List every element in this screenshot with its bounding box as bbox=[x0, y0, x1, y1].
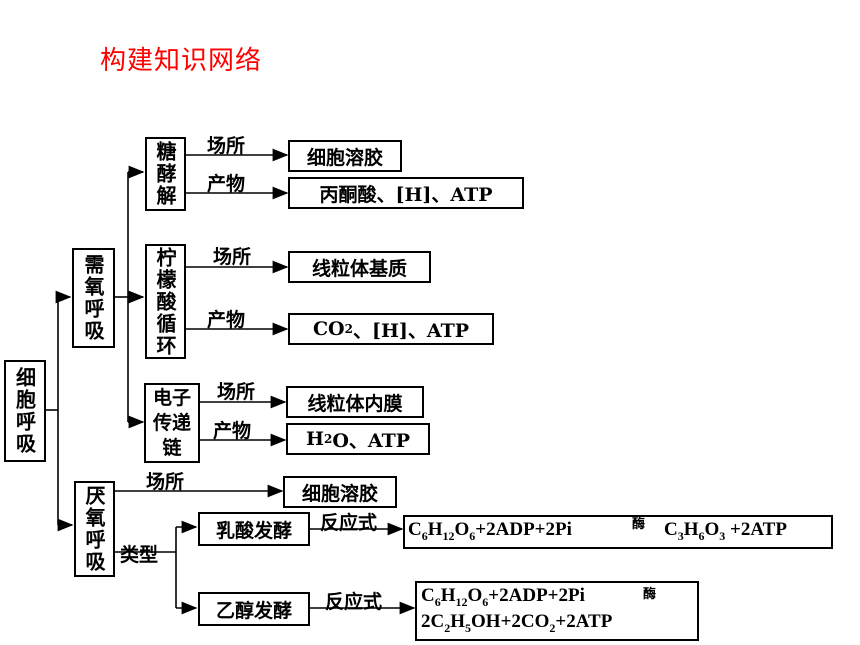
etc-place-label: 场所 bbox=[217, 381, 256, 403]
root-node: 细胞呼吸 bbox=[4, 360, 46, 462]
ethanol-reaction-box bbox=[415, 581, 699, 641]
anaerobic-type-label: 类型 bbox=[120, 544, 159, 566]
citric-product-b: 、[H]、ATP bbox=[352, 319, 470, 342]
page-title: 构建知识网络 bbox=[100, 46, 263, 76]
anaerobic-place-box: 细胞溶胶 bbox=[283, 476, 397, 508]
citric-product-a: CO bbox=[312, 318, 345, 340]
citric-product-sub: 2 bbox=[344, 322, 353, 336]
citric-place-label: 场所 bbox=[213, 246, 252, 268]
citric-cycle-node: 柠檬酸循环 bbox=[145, 244, 186, 359]
lactic-reaction-box bbox=[403, 515, 833, 549]
lactic-enzyme-label: 酶 bbox=[632, 517, 646, 532]
glycolysis-node: 糖酵解 bbox=[145, 137, 186, 211]
etc-product-sub: 2 bbox=[323, 432, 333, 446]
etc-product-label: 产物 bbox=[213, 420, 252, 442]
lactic-rxn-right: C3H6O3 +2ATP bbox=[664, 519, 787, 543]
etc-product-a: H bbox=[306, 428, 324, 450]
citric-place-box: 线粒体基质 bbox=[288, 251, 431, 283]
lactic-rxn-label: 反应式 bbox=[320, 512, 378, 534]
lactic-fermentation-box: 乳酸发酵 bbox=[198, 512, 310, 546]
citric-product-label: 产物 bbox=[207, 309, 246, 331]
glycolysis-place-box: 细胞溶胶 bbox=[288, 140, 402, 172]
ethanol-rxn-label: 反应式 bbox=[325, 591, 383, 613]
glycolysis-product-label: 产物 bbox=[207, 173, 246, 195]
etc-node: 电子传递链 bbox=[144, 383, 200, 463]
aerobic-node: 需氧呼吸 bbox=[72, 248, 115, 348]
glycolysis-place-label: 场所 bbox=[207, 135, 246, 157]
lactic-rxn-left: C6H12O6+2ADP+2Pi bbox=[408, 519, 572, 543]
ethanol-rxn-line1: C6H12O6+2ADP+2Pi bbox=[421, 585, 585, 609]
etc-product-b: O、ATP bbox=[332, 429, 410, 452]
ethanol-rxn-line2: 2C2H5OH+2CO2+2ATP bbox=[421, 611, 613, 635]
anaerobic-place-label: 场所 bbox=[146, 471, 185, 493]
anaerobic-node: 厌氧呼吸 bbox=[74, 481, 115, 577]
glycolysis-product-box: 丙酮酸、[H]、ATP bbox=[288, 177, 524, 209]
etc-place-box: 线粒体内膜 bbox=[286, 386, 424, 418]
ethanol-enzyme-label: 酶 bbox=[643, 587, 657, 602]
ethanol-fermentation-box: 乙醇发酵 bbox=[198, 592, 310, 626]
